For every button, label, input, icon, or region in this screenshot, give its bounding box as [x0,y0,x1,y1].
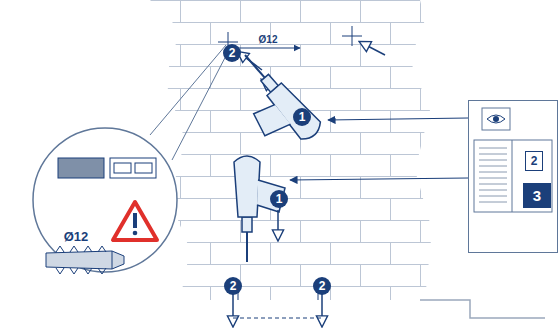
dimension-label: Ø12 [259,34,278,45]
dashed-guide [233,318,322,319]
callout-number: 2 [224,277,242,295]
wall-plug [46,246,124,274]
callout-number: 2 [313,277,331,295]
page-reference: 3 [523,183,551,208]
direction-arrow [321,294,323,326]
dimension-line [236,48,300,49]
callout-number: 1 [293,108,311,126]
leader-line [290,178,468,180]
floor-line [420,300,545,318]
direction-arrow [277,210,279,240]
callout-number: 1 [270,190,288,208]
drill-mark [238,282,318,300]
hollow-brick [110,158,156,178]
reference-panel: 23 [468,100,558,253]
page-reference: 2 [525,151,543,171]
solid-brick [58,158,104,178]
drill-symbol [216,46,324,159]
leader-line [150,45,226,135]
leader-line [172,48,230,160]
pointer-arrow [360,42,385,55]
leader-line [328,118,468,120]
brick-wall [150,0,432,300]
detail-circle [33,128,177,272]
reference-panel-art [474,108,552,212]
dimension-label: Ø12 [64,229,89,244]
callout-number: 2 [223,44,241,62]
drill-symbol [234,156,285,262]
warning-symbol [113,202,157,240]
direction-arrow [232,294,234,326]
